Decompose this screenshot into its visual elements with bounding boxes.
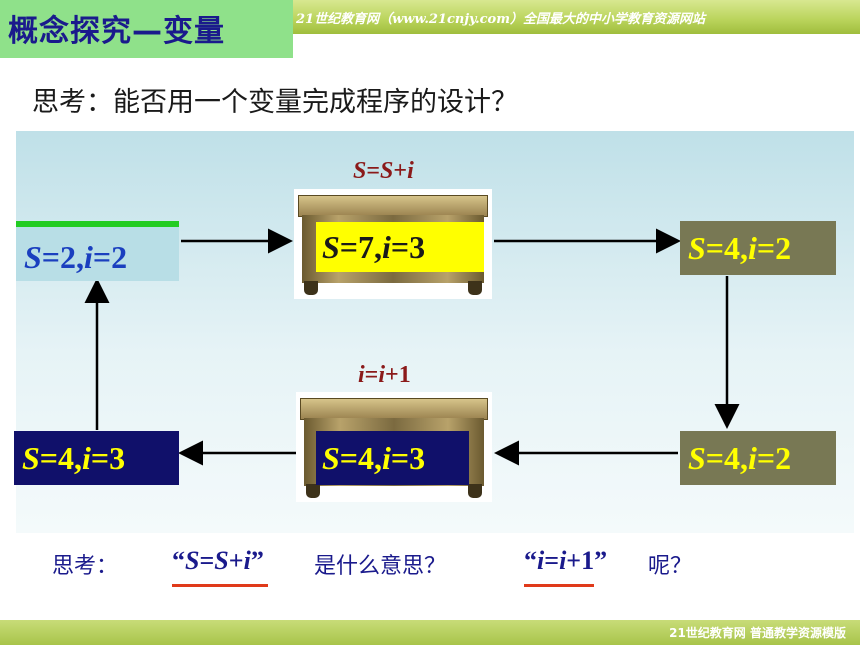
- chest-bottom-state-box: [316, 431, 469, 485]
- footer-text: 21世纪教育网 普通教学资源模版: [669, 626, 846, 640]
- page-title: 概念探究—变量: [8, 14, 225, 49]
- start-state-box: [16, 221, 179, 281]
- left-bottom-state-box: [14, 431, 179, 485]
- bottom-question-increment: “i=i+1”: [524, 546, 608, 575]
- chest-bottom-state-label: S=4,i=3: [322, 440, 426, 476]
- bottom-think-label: 思考：: [52, 554, 119, 579]
- underline-sum: [172, 584, 268, 587]
- right-top-state-label: S=4,i=2: [688, 230, 792, 266]
- right-bottom-state-label: S=4,i=2: [688, 440, 792, 476]
- chest-top-state-label: S=7,i=3: [322, 229, 426, 265]
- right-bottom-state-box: [680, 431, 836, 485]
- site-banner: 21世纪教育网（www.21cnjy.com）全国最大的中小学教育资源网站: [296, 12, 705, 27]
- bottom-question-increment-suffix: 呢？: [648, 554, 693, 579]
- footer-bar: [0, 620, 860, 645]
- chest-top-state-box: [316, 222, 484, 272]
- question-text: 思考：能否用一个变量完成程序的设计？: [32, 87, 518, 118]
- left-bottom-state-label: S=4,i=3: [22, 440, 126, 476]
- bottom-question-sum: “S=S+i”: [172, 546, 264, 575]
- bottom-question-sum-suffix: 是什么意思？: [314, 554, 447, 579]
- formula-sum: S=S+i: [353, 158, 414, 184]
- right-top-state-box: [680, 221, 836, 275]
- underline-increment: [524, 584, 594, 587]
- title-box: [0, 0, 293, 58]
- start-state-label: S=2,i=2: [24, 239, 128, 275]
- formula-increment: i=i+1: [358, 362, 411, 388]
